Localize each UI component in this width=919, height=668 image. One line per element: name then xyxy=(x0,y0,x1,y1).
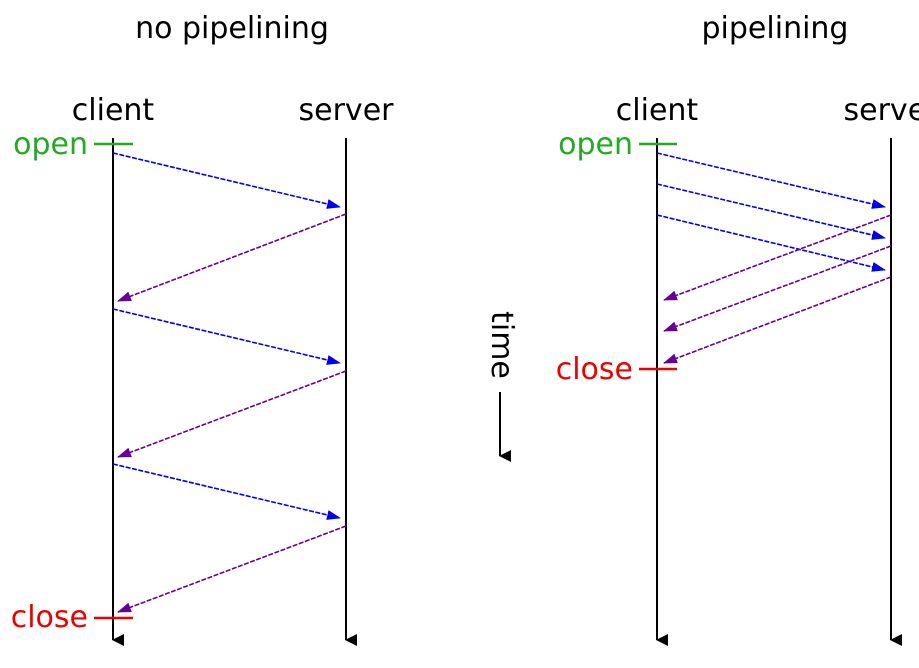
request-arrow xyxy=(656,214,886,272)
close-label: close xyxy=(11,600,88,635)
request-arrow xyxy=(112,463,341,520)
no-pipelining-title: no pipelining xyxy=(135,11,329,46)
time-label: time xyxy=(484,311,519,379)
response-arrow xyxy=(117,213,347,302)
response-arrow xyxy=(117,370,347,458)
open-label: open xyxy=(13,127,88,162)
no-pipelining-diagram: no pipelining client server open close xyxy=(11,11,395,646)
response-arrow xyxy=(117,525,347,613)
response-arrow xyxy=(663,214,892,301)
request-arrow xyxy=(112,152,341,209)
request-arrow xyxy=(112,308,341,365)
request-arrow xyxy=(656,183,886,240)
response-arrow xyxy=(663,245,892,332)
close-label: close xyxy=(556,352,633,387)
open-label: open xyxy=(558,127,633,162)
server-label: server xyxy=(844,93,919,128)
time-axis: time xyxy=(484,311,519,462)
client-label: client xyxy=(616,93,699,128)
pipelining-title: pipelining xyxy=(702,11,849,46)
response-arrow xyxy=(663,276,892,364)
server-label: server xyxy=(299,93,395,128)
client-label: client xyxy=(72,93,155,128)
request-arrow xyxy=(656,152,886,209)
pipelining-diagram: pipelining client server open close xyxy=(556,11,919,646)
